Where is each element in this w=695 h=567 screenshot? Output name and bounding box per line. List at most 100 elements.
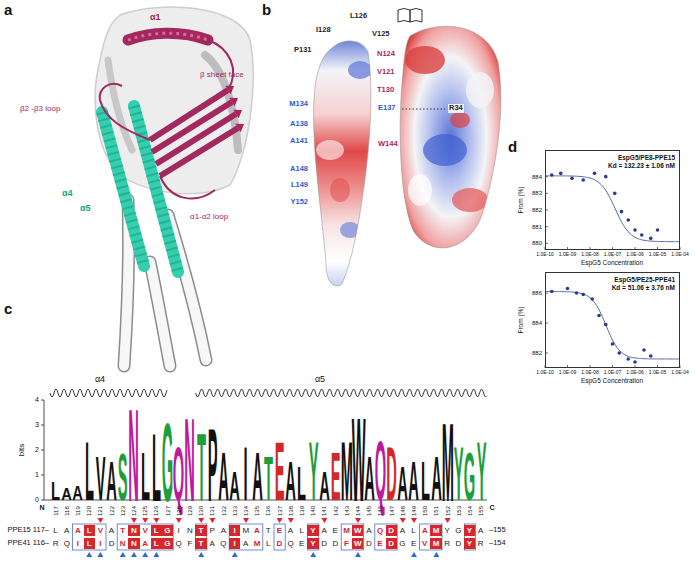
plot-frame: EspG5/PE8-PPE15Kd = 132.23 ± 1.06 nM [545,150,680,250]
sequence-letter: T [195,538,206,549]
tick-label: 884 [532,320,542,327]
axis-title: From (%) [517,306,524,333]
data-point [570,177,574,181]
structure-label: α5 [80,203,91,213]
interface-marker [321,518,327,523]
sequence-letter: A [218,525,229,536]
panel-letter: c [4,300,12,317]
tick-label: 2 [35,446,39,454]
sequence-letter: L [151,525,162,536]
structure-label: β2 -β3 loop [20,104,60,113]
tick-label: 4 [35,396,39,404]
residue-number: 123 [119,506,126,516]
residue-label: V121 [377,68,395,77]
logo-letter: A [431,447,443,509]
data-point [581,293,585,297]
panel-letter: b [262,1,271,18]
logo-letter: L [151,418,163,515]
residue-number: 144 [355,506,362,516]
interface-marker [198,518,204,523]
logo-letter: A [251,441,263,510]
sequence-letter: M [430,538,441,549]
residue-number: 122 [108,506,115,516]
tick-label: 882 [532,350,542,357]
data-point [604,175,608,179]
logo-axis [41,400,44,401]
protein-ribbon [150,262,170,366]
kd-value: Kd = 132.23 ± 1.06 nM [608,162,675,170]
helix-coil [50,389,167,397]
logo-letter: E [274,429,286,512]
structure-label: β sheet face [200,70,244,79]
interface-marker [411,552,417,557]
sequence-letter: N [128,538,139,549]
surface-right [452,188,488,212]
interface-marker [142,552,148,557]
sequence-letter: Q [61,538,72,549]
logo-axis [41,425,44,426]
helix-label: α5 [315,374,325,384]
plot-title: EspG5/PE25-PPE41 [612,276,675,284]
logo-letter: A [72,484,84,503]
logo-letter: Y [475,429,487,512]
surface-right [423,134,467,166]
sequence-letter: G [453,525,464,536]
axis-title: bits [17,444,26,456]
sequence-letter: Y [464,538,475,549]
residue-number: 150 [422,506,429,516]
residue-number: 143 [343,506,350,516]
structure-label: α1-α2 loop [190,212,228,221]
sequence-letter: Y [307,525,318,536]
logo-letter: D [386,435,398,511]
similarity-box [375,524,397,550]
sequence-letter: Q [173,538,184,549]
sequence-letter: A [475,525,486,536]
plot-title: EspG5/PE8-PPE15 [608,154,675,162]
sequence-letter: A [106,525,117,536]
tick-label: 1.0E-06 [626,370,644,376]
tick-label: 1.0E-06 [626,252,644,258]
data-point [566,287,570,291]
sequence-letter: I [95,538,106,549]
residue-label: V125 [372,30,390,39]
similarity-box [308,524,319,550]
data-point [590,297,594,301]
interface-marker [86,552,92,557]
data-point [626,218,630,222]
sequence-letter: D [363,538,374,549]
sequence-letter: A [363,525,374,536]
terminus-label: N [39,504,44,512]
data-point [617,351,621,355]
sequence-row: RQILIDNNALGQFTAQIAMLDQEYDDFWDEDGEVMRDYR [50,538,486,549]
data-point [575,291,579,295]
sequence-name: PPE15 117– [7,526,49,535]
residue-label: E137 [378,104,396,113]
sequence-row: LAALVATNVLGINTPAIMATEALYAEMWAQDALAMYGYA [50,525,486,536]
sequence-letter: T [117,525,128,536]
interface-marker [310,552,316,557]
interface-marker [400,518,406,523]
panel-letter: a [4,1,12,18]
data-point [656,228,660,232]
data-point [611,342,615,346]
sequence-letter: R [442,538,453,549]
surface-left [348,61,372,79]
sequence-letter: L [408,525,419,536]
data-point [633,228,637,232]
residue-number: 121 [97,506,104,516]
plot-legend: EspG5/PE8-PPE15Kd = 132.23 ± 1.06 nM [608,154,675,170]
residue-label: T130 [377,86,394,95]
sequence-letter: P [207,525,218,536]
tick-label: 1.0E-10 [536,252,554,258]
residue-number: 135 [254,506,261,516]
logo-letter: L [296,459,308,508]
residue-label: L126 [350,12,367,21]
interface-marker [232,552,238,557]
data-point [626,357,630,361]
tick-label: 3 [35,421,39,429]
protein-ribbon [95,7,253,366]
logo-axis [41,500,44,501]
logo-letter: L [419,453,431,508]
sequence-letter: G [397,538,408,549]
kd-value: Kd = 51.06 ± 3.76 nM [612,284,675,292]
